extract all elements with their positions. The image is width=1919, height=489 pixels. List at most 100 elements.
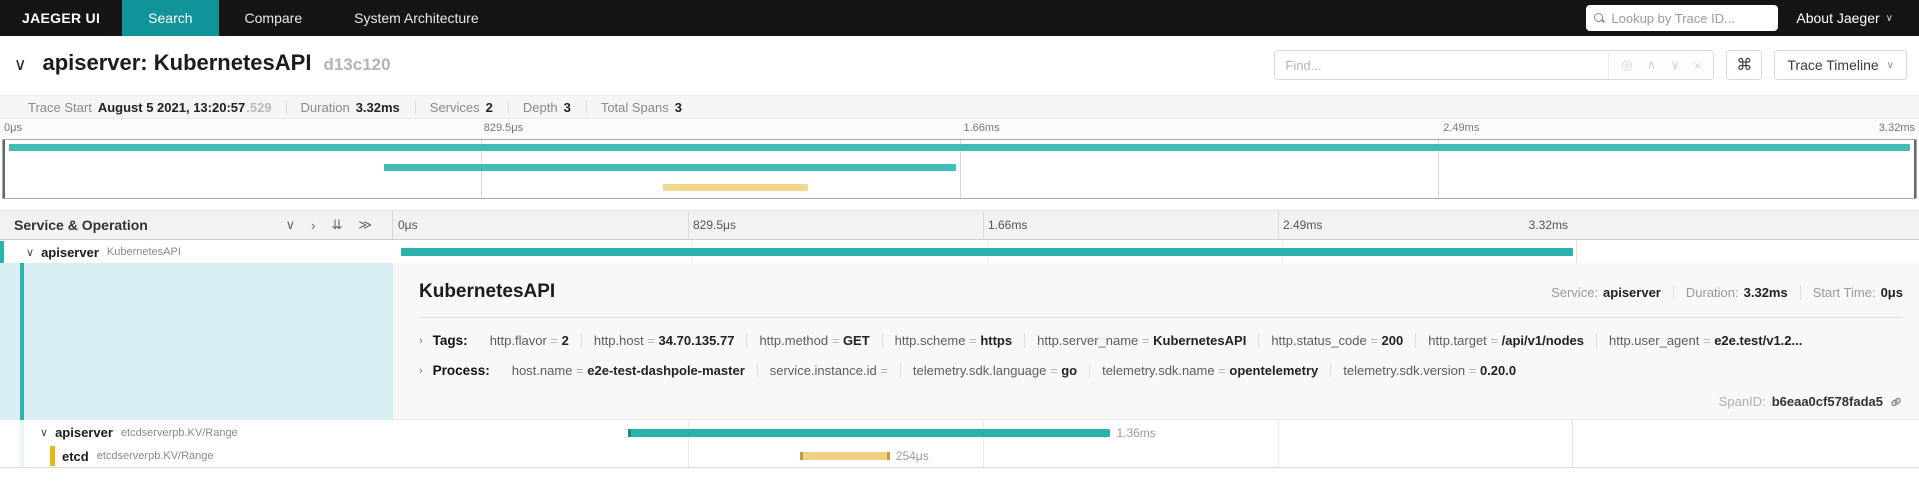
link-icon[interactable]	[1889, 395, 1903, 409]
process-pill: service.instance.id =	[758, 363, 901, 378]
span-service-name: etcd	[62, 448, 89, 464]
span-row-apiserver-kubernetesapi[interactable]: ∨ apiserver KubernetesAPI	[0, 241, 1919, 263]
span-name-cell[interactable]: etcd etcdserverpb.KV/Range	[0, 445, 393, 467]
gridline	[1278, 445, 1279, 467]
process-key: service.instance.id	[769, 363, 877, 378]
tags-title: Tags:	[432, 333, 468, 348]
span-service-name: apiserver	[41, 244, 99, 260]
process-pill: telemetry.sdk.language = go	[901, 363, 1091, 378]
trace-summary-bar: Trace Start August 5 2021, 13:20:57 .529…	[0, 96, 1919, 119]
nav-item-system-architecture[interactable]: System Architecture	[354, 10, 479, 26]
start-time-value: 0μs	[1880, 285, 1903, 300]
tag-key: http.method	[759, 333, 829, 348]
trace-minimap[interactable]	[2, 139, 1917, 199]
summary-label: Depth	[522, 99, 558, 115]
span-row-apiserver-kvrange[interactable]: ∨ apiserver etcdserverpb.KV/Range 1.36ms	[0, 420, 1919, 445]
jaeger-logo[interactable]: JAEGER UI	[22, 10, 101, 26]
gridline	[983, 445, 984, 467]
gridline	[1278, 420, 1279, 445]
span-bar[interactable]	[627, 428, 1111, 437]
collapse-trace-chevron-icon[interactable]: ∨	[14, 55, 27, 74]
span-name-cell[interactable]: ∨ apiserver etcdserverpb.KV/Range	[0, 420, 393, 445]
chevron-right-icon[interactable]: ›	[419, 364, 423, 377]
tag-equals: =	[828, 333, 843, 348]
span-name-cell[interactable]: ∨ apiserver KubernetesAPI	[4, 241, 397, 263]
timeline-tick-label: 1.66ms	[988, 218, 1028, 232]
tick-separator	[688, 211, 689, 239]
process-equals: =	[1046, 363, 1062, 378]
about-jaeger-menu[interactable]: About Jaeger ∨	[1796, 10, 1893, 26]
top-nav: JAEGER UI Search Compare System Architec…	[0, 0, 1919, 36]
tag-pill: http.user_agent = e2e.test/v1.2...	[1597, 333, 1814, 348]
process-row[interactable]: › Process: host.name = e2e-test-dashpole…	[419, 363, 1903, 378]
trace-id-lookup-input[interactable]: Lookup by Trace ID...	[1586, 5, 1779, 31]
minimap-left-drag-handle[interactable]	[3, 140, 5, 198]
find-prev-icon[interactable]: ∧	[1646, 57, 1657, 72]
process-title: Process:	[432, 363, 490, 378]
collapse-one-icon[interactable]: ∨	[285, 217, 296, 232]
span-duration-label: 254μs	[895, 449, 929, 463]
chevron-down-icon[interactable]: ∨	[26, 246, 35, 259]
expand-all-icon[interactable]: ≫	[358, 217, 372, 232]
minimap-right-drag-handle[interactable]	[1914, 140, 1916, 198]
service-value: apiserver	[1603, 285, 1661, 300]
summary-value: 2	[485, 99, 493, 115]
summary-value: 3.32ms	[355, 99, 400, 115]
tag-value: GET	[842, 333, 870, 348]
span-bar-cell[interactable]: 1.36ms	[393, 420, 1573, 445]
span-detail-panel: KubernetesAPI Service:apiserver Duration…	[393, 263, 1919, 420]
row-right-gutter	[1573, 445, 1919, 467]
nav-item-search[interactable]: Search	[122, 0, 219, 36]
summary-item: Total Spans 3	[587, 100, 697, 115]
find-box: ◎ ∧ ∨ ×	[1274, 50, 1715, 80]
trace-view-selector-label: Trace Timeline	[1787, 57, 1879, 73]
span-service-name: apiserver	[55, 425, 113, 440]
minimap-tick-label: 3.32ms	[1878, 122, 1915, 134]
summary-item: Duration 3.32ms	[287, 99, 416, 115]
tick-separator	[1278, 211, 1279, 239]
tag-equals: =	[965, 333, 981, 348]
tag-equals: =	[546, 333, 562, 348]
span-bar-cell[interactable]: 254μs	[393, 445, 1573, 467]
span-detail-row: KubernetesAPI Service:apiserver Duration…	[0, 263, 1919, 420]
collapse-all-icon[interactable]: ⇊	[331, 217, 343, 232]
process-value: go	[1061, 363, 1078, 378]
target-icon[interactable]: ◎	[1621, 57, 1633, 72]
chevron-down-icon[interactable]: ∨	[40, 427, 49, 439]
tag-key: http.flavor	[489, 333, 547, 348]
process-value: opentelemetry	[1229, 363, 1319, 378]
nav-item-compare[interactable]: Compare	[244, 10, 303, 26]
gridline	[688, 445, 689, 467]
keyboard-shortcuts-button[interactable]: ⌘	[1726, 50, 1763, 80]
span-row-etcd-kvrange[interactable]: etcd etcdserverpb.KV/Range 254μs	[0, 445, 1919, 468]
expand-one-icon[interactable]: ›	[311, 217, 316, 233]
tag-value: 2	[561, 333, 569, 348]
tag-pill: http.method = GET	[747, 333, 883, 348]
tag-key: http.status_code	[1271, 333, 1367, 348]
chevron-down-icon: ∨	[1886, 59, 1894, 71]
tag-pill: http.target = /api/v1/nodes	[1416, 333, 1597, 348]
trace-view-selector[interactable]: Trace Timeline ∨	[1774, 50, 1907, 80]
find-input[interactable]	[1275, 51, 1609, 79]
tag-pill: http.status_code = 200	[1259, 333, 1417, 348]
minimap-tick-label: 829.5μs	[483, 122, 524, 134]
span-bar[interactable]	[800, 452, 890, 460]
chevron-right-icon[interactable]: ›	[419, 334, 423, 347]
detail-row-name-spacer[interactable]	[0, 263, 393, 420]
span-bar-cell[interactable]	[397, 241, 1577, 263]
span-rows: ∨ apiserver KubernetesAPI KubernetesAPI	[0, 241, 1919, 468]
command-icon: ⌘	[1736, 57, 1753, 74]
tag-value: KubernetesAPI	[1153, 333, 1247, 348]
timeline-collapser: ∨ › ⇊ ≫	[286, 217, 382, 233]
summary-item: Trace Start August 5 2021, 13:20:57 .529	[14, 100, 287, 115]
find-clear-icon[interactable]: ×	[1693, 57, 1702, 73]
find-next-icon[interactable]: ∨	[1670, 57, 1680, 72]
detail-operation-name: KubernetesAPI	[419, 281, 556, 302]
service-label: Service:	[1551, 285, 1599, 300]
chevron-down-icon: ∨	[1885, 12, 1893, 24]
timeline-tick-label: 0μs	[398, 218, 418, 232]
span-bar[interactable]	[400, 248, 1574, 256]
minimap-tick-label: 0μs	[4, 122, 22, 134]
